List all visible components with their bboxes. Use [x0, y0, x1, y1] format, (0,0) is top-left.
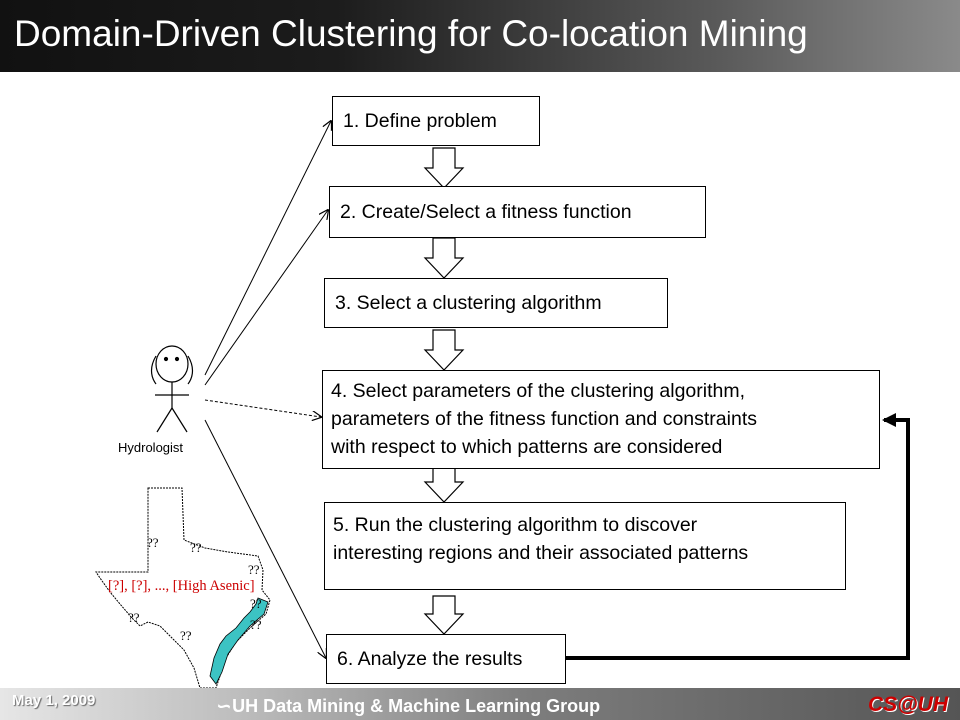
step-3-text: 3. Select a clustering algorithm [335, 291, 602, 314]
flow-arrow-3-4 [423, 329, 465, 371]
step-4-line-3: with respect to which patterns are consi… [331, 436, 723, 458]
hydrologist-figure [150, 345, 194, 433]
actor-line-step4 [204, 399, 321, 417]
step-5-line-1: 5. Run the clustering algorithm to disco… [333, 514, 698, 536]
title-bar: Domain-Driven Clustering for Co-location… [0, 0, 960, 72]
step-5-line-2: interesting regions and their associated… [333, 542, 749, 564]
coastal-region [209, 597, 269, 685]
step-4-box: 4. Select parameters of the clustering a… [322, 370, 880, 469]
footer-group: ∽UH Data Mining & Machine Learning Group [215, 696, 600, 717]
step-4-line-2: parameters of the fitness function and c… [331, 408, 757, 430]
step-3-box: 3. Select a clustering algorithm [324, 278, 668, 328]
uh-logo-icon: ∽ [215, 696, 231, 716]
flow-arrow-5-6 [423, 595, 465, 635]
map-question-6: ?? [250, 617, 262, 632]
map-question-3: ?? [248, 562, 260, 577]
actor-line-step6 [204, 419, 326, 658]
footer-brand: CS@UH [868, 693, 948, 716]
map-question-2: ?? [190, 540, 202, 555]
footer-date: May 1, 2009 [12, 692, 96, 709]
diagram-canvas [95, 0, 910, 688]
actor-line-step1 [204, 121, 331, 376]
map-question-5: ?? [180, 628, 192, 643]
map-question-4: ?? [128, 610, 140, 625]
actor-line-step2 [204, 210, 328, 386]
step-2-box: 2. Create/Select a fitness function [329, 186, 706, 238]
slide-title: Domain-Driven Clustering for Co-location… [14, 13, 808, 54]
texas-map [95, 487, 271, 688]
step-4-line-1: 4. Select parameters of the clustering a… [331, 380, 746, 402]
footer-group-text: UH Data Mining & Machine Learning Group [232, 696, 601, 716]
step-2-text: 2. Create/Select a fitness function [340, 200, 632, 223]
step-5-box: 5. Run the clustering algorithm to disco… [324, 502, 846, 590]
flow-arrow-4-5 [423, 463, 465, 503]
step-1-text: 1. Define problem [343, 109, 497, 132]
hydrologist-label: Hydrologist [118, 440, 184, 455]
feedback-loop-arrow [566, 413, 910, 660]
step-6-text: 6. Analyze the results [337, 647, 523, 670]
map-pattern-text: [?], [?], ..., [High Asenic] [108, 578, 255, 594]
footer-bar: May 1, 2009 ∽UH Data Mining & Machine Le… [0, 688, 960, 720]
flow-arrow-2-3 [423, 237, 465, 279]
map-question-7: ?? [250, 596, 262, 611]
flow-arrow-1-2 [423, 147, 465, 189]
step-1-box: 1. Define problem [332, 96, 540, 146]
map-question-1: ?? [147, 535, 159, 550]
step-6-box: 6. Analyze the results [326, 634, 566, 684]
